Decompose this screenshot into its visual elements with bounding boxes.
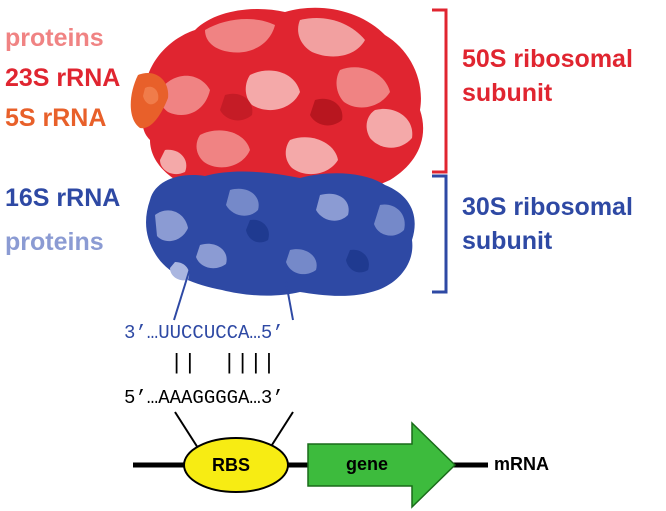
rbs-ellipse	[183, 437, 289, 493]
rrna-link-line-right	[285, 281, 294, 321]
gene-arrow	[307, 421, 457, 509]
label-5s-rrna: 5S rRNA	[5, 104, 107, 132]
mrna-sequence: 5’…AAAGGGGA…3’	[124, 387, 284, 409]
bracket-50s	[432, 8, 448, 174]
label-30s-subunit: 30S ribosomal subunit	[462, 193, 633, 255]
rbs-link-line-left	[174, 411, 199, 449]
gene-label: gene	[346, 454, 389, 474]
label-16s-rrna: 16S rRNA	[5, 184, 121, 212]
rrna-sequence: 3’…UUCCUCCA…5’	[124, 322, 284, 344]
ribosome-30s-surface	[146, 171, 415, 296]
label-large-proteins: proteins	[5, 24, 104, 52]
base-pairing-marks: || ||||	[170, 351, 276, 376]
label-50s-subunit: 50S ribosomal subunit	[462, 45, 633, 107]
label-23s-rrna: 23S rRNA	[5, 64, 121, 92]
label-small-proteins: proteins	[5, 228, 104, 256]
rbs-label: RBS	[212, 455, 251, 475]
rrna-link-line-left	[173, 261, 193, 321]
bracket-30s	[432, 174, 448, 294]
ribosome-50s-surface	[130, 7, 424, 202]
mrna-label: mRNA	[494, 454, 550, 474]
rbs-link-line-right	[269, 411, 294, 449]
